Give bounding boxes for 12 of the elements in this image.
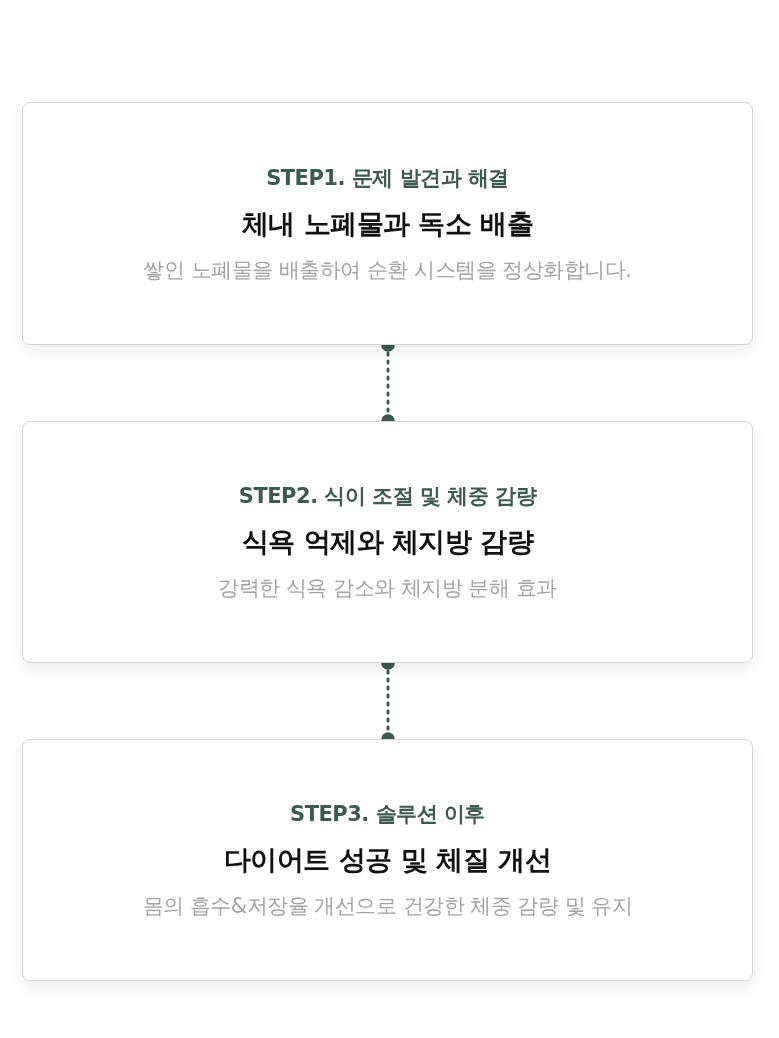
step-title: 다이어트 성공 및 체질 개선 [223, 843, 552, 877]
step-heading: STEP1. 문제 발견과 해결 [266, 164, 509, 192]
step-heading: STEP2. 식이 조절 및 체중 감량 [238, 483, 537, 510]
step-title: 식욕 억제와 체지방 감량 [241, 525, 534, 559]
step-description: 쌓인 노폐물을 배출하여 순환 시스템을 정상화합니다. [143, 256, 632, 284]
step-heading: STEP3. 솔루션 이후 [290, 801, 485, 828]
step-card [22, 421, 753, 663]
step-card [22, 102, 753, 345]
step-description: 몸의 흡수&저장율 개선으로 건강한 체중 감량 및 유지 [142, 893, 633, 920]
step-description: 강력한 식욕 감소와 체지방 분해 효과 [218, 575, 557, 602]
step-card [22, 739, 753, 981]
step-title: 체내 노폐물과 독소 배출 [241, 206, 534, 241]
